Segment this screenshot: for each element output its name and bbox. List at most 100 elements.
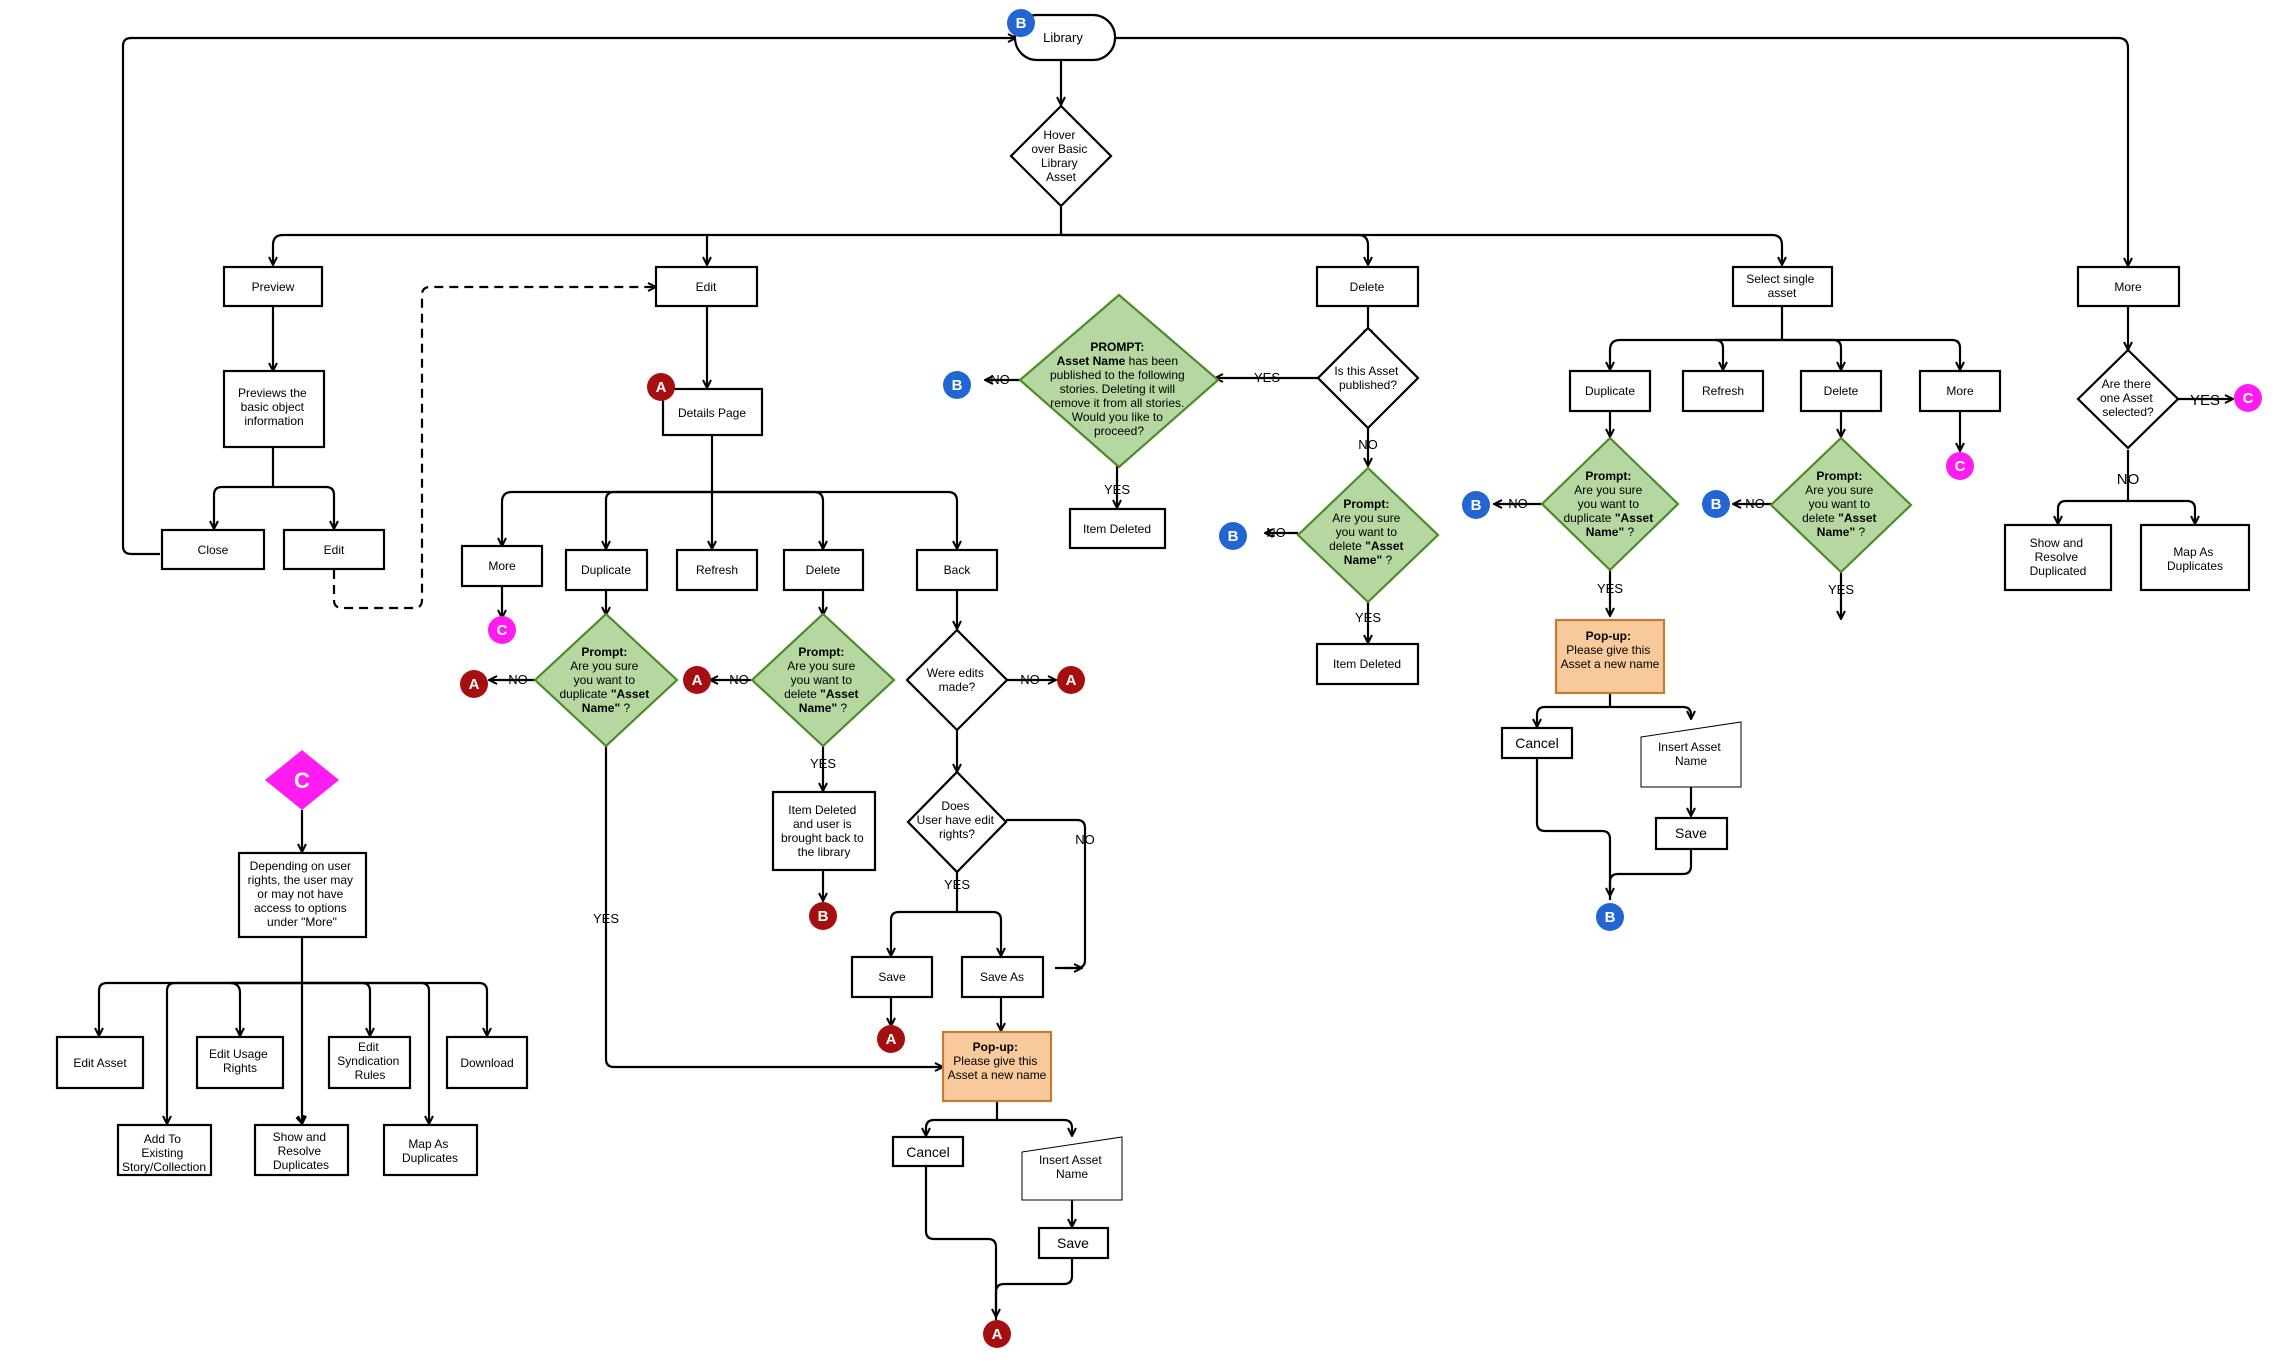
svg-text:More: More	[1946, 384, 1974, 398]
map-as-duplicates-box: Map As Duplicates	[382, 1123, 479, 1177]
yes-label: YES	[593, 911, 619, 926]
svg-text:Edit Syndication R: Edit Syndication Rules	[337, 1040, 402, 1082]
svg-text:B: B	[1016, 15, 1027, 32]
svg-text:More: More	[488, 559, 516, 573]
duplicate-box-2: Duplicate	[1568, 369, 1652, 413]
no-label: NO	[508, 672, 528, 687]
svg-text:C: C	[294, 768, 310, 793]
svg-text:Download: Download	[460, 1056, 513, 1070]
svg-text:Item Deleted: Item Deleted	[1083, 522, 1151, 536]
svg-text:Cancel: Cancel	[906, 1144, 950, 1160]
svg-text:B: B	[1228, 528, 1239, 545]
svg-text:B: B	[818, 908, 829, 925]
svg-text:Refresh: Refresh	[1702, 384, 1744, 398]
svg-text:A: A	[469, 676, 480, 693]
connector-b-dark: B	[809, 902, 837, 930]
save-box-3: Save	[1654, 816, 1729, 851]
svg-text:A: A	[992, 1326, 1003, 1343]
connector-c: C	[2234, 384, 2262, 412]
previews-info-box: Previews the basic object information	[222, 369, 326, 449]
item-deleted-back-box: Item Deleted and user is brought back to…	[771, 790, 877, 872]
edit-syndication-box: Edit Syndication Rules	[327, 1035, 412, 1090]
svg-text:Edit: Edit	[324, 543, 345, 557]
svg-text:Prompt: Are you sure: Prompt: Are you sure you want to duplica…	[1563, 469, 1656, 539]
connector-b: B	[943, 371, 971, 399]
svg-text:Prompt: Are you sure: Prompt: Are you sure you want to delete …	[1802, 469, 1880, 539]
yes-label: YES	[810, 756, 836, 771]
were-edits-decision: Were edits made?	[905, 628, 1009, 732]
no-label: NO	[2117, 471, 2140, 488]
svg-text:B: B	[1605, 909, 1616, 926]
connector-lines	[99, 38, 2232, 1320]
svg-text:Preview: Preview	[252, 280, 295, 294]
delete-box-2: Delete	[1799, 369, 1883, 413]
asset-selected-decision: Are there one Asset selected?	[2076, 348, 2180, 450]
item-deleted-box-2: Item Deleted	[1315, 642, 1420, 686]
svg-text:PROMPT: Asset Name has b: PROMPT: Asset Name has been published to…	[1050, 340, 1188, 438]
no-label: NO	[990, 372, 1010, 387]
no-label: NO	[1075, 832, 1095, 847]
popup-rename-2: Pop-up: Please give this Asset a new nam…	[1554, 618, 1666, 695]
svg-text:Edit Asset: Edit Asset	[73, 1056, 127, 1070]
yes-label: YES	[2190, 392, 2220, 409]
connector-b: B	[1702, 490, 1730, 518]
cancel-box: Cancel	[891, 1135, 965, 1168]
svg-text:Does User have edit: Does User have edit rights?	[917, 799, 998, 841]
no-label: NO	[1358, 437, 1378, 452]
svg-text:Prompt: Are you sure: Prompt: Are you sure you want to delete …	[1329, 497, 1407, 567]
svg-text:A: A	[692, 672, 703, 689]
svg-text:Delete: Delete	[806, 563, 841, 577]
edit-usage-rights-box: Edit Usage Rights	[195, 1035, 285, 1090]
connector-a: A	[983, 1320, 1011, 1348]
connector-b: B	[1219, 522, 1247, 550]
delete-box: Delete	[782, 548, 865, 592]
yes-label: YES	[1597, 581, 1623, 596]
more-box-2: More	[1918, 369, 2002, 413]
refresh-box: Refresh	[675, 548, 759, 592]
svg-text:A: A	[656, 379, 667, 396]
svg-text:Delete: Delete	[1824, 384, 1859, 398]
save-box: Save	[850, 955, 934, 999]
svg-text:Prompt: Are you sure: Prompt: Are you sure you want to delete …	[784, 645, 862, 715]
svg-text:Duplicate: Duplicate	[581, 563, 631, 577]
no-label: NO	[1508, 496, 1528, 511]
svg-text:Are there one Asset: Are there one Asset selected?	[2100, 377, 2156, 419]
yes-label: YES	[944, 877, 970, 892]
edit-small-box: Edit	[282, 528, 386, 571]
connector-a: A	[1057, 666, 1085, 694]
svg-text:Show and Resolve D: Show and Resolve Duplicated	[2030, 536, 2087, 578]
svg-text:Save As: Save As	[980, 970, 1024, 984]
svg-text:A: A	[1066, 672, 1077, 689]
map-duplicates-box: Map As Duplicates	[2139, 523, 2251, 592]
svg-text:C: C	[2243, 390, 2254, 407]
back-box: Back	[915, 548, 999, 592]
popup-rename: Pop-up: Please give this Asset a new nam…	[941, 1030, 1053, 1103]
svg-text:Map As Duplicates: Map As Duplicates	[402, 1137, 458, 1165]
svg-text:Show and Resolve D: Show and Resolve Duplicates	[273, 1130, 330, 1172]
show-resolve-duplicates-box: Show and Resolve Duplicates	[253, 1123, 350, 1177]
show-resolve-duplicated-box: Show and Resolve Duplicated	[2003, 523, 2113, 592]
c-connector-large: C	[265, 750, 339, 810]
svg-text:More: More	[2114, 280, 2142, 294]
svg-text:Add To Existing St: Add To Existing Story/Collection	[122, 1132, 206, 1174]
svg-text:Cancel: Cancel	[1515, 735, 1559, 751]
connector-a: A	[877, 1025, 905, 1053]
connector-b: B	[1462, 491, 1490, 519]
refresh-box-2: Refresh	[1681, 369, 1765, 413]
connector-c: C	[488, 616, 516, 644]
svg-text:Save: Save	[1057, 1235, 1089, 1251]
no-label: NO	[729, 672, 749, 687]
svg-text:Prompt: Are you sure: Prompt: Are you sure you want to duplica…	[559, 645, 652, 715]
insert-name-input: Insert Asset Name	[1021, 1136, 1123, 1201]
svg-text:Details Page: Details Page	[678, 406, 746, 420]
duplicate-prompt-2: Prompt: Are you sure you want to duplica…	[1540, 436, 1680, 572]
connector-a: A	[683, 666, 711, 694]
insert-name-input-2: Insert Asset Name	[1640, 721, 1742, 788]
yes-label: YES	[1254, 370, 1280, 385]
library-node: Library	[1013, 13, 1117, 62]
save-as-box: Save As	[960, 955, 1045, 999]
select-single-box: Select single asset	[1731, 265, 1834, 308]
delete-prompt-2: Prompt: Are you sure you want to delete …	[1769, 436, 1913, 574]
save-box-2: Save	[1037, 1226, 1110, 1260]
